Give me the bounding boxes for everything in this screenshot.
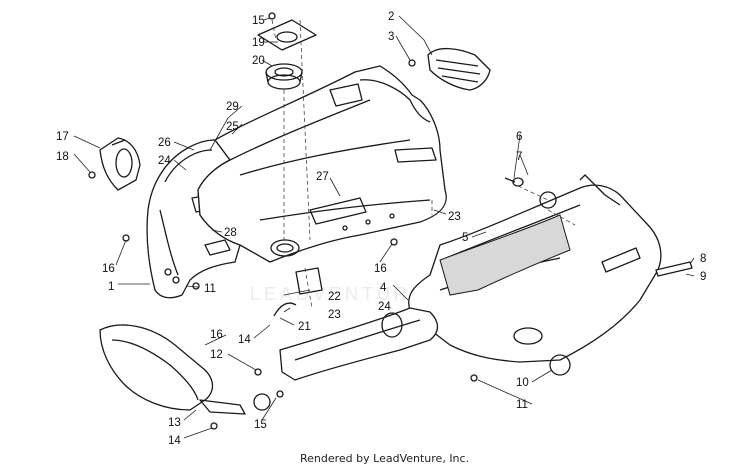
callout-22: 22 — [328, 291, 341, 303]
front-bumper-part — [99, 324, 246, 415]
callout-29: 29 — [226, 101, 239, 113]
belly-pan-part — [197, 65, 447, 263]
textured-insert-part — [439, 214, 571, 296]
callout-18: 18 — [56, 151, 69, 163]
plate-part — [257, 19, 317, 51]
callout-6: 6 — [516, 131, 522, 143]
washer-6 — [539, 191, 557, 209]
callout-28: 28 — [224, 227, 237, 239]
callout-23: 23 — [448, 211, 461, 223]
grommet-part — [265, 63, 303, 90]
watermark-text: LEADVENTURE — [250, 284, 427, 304]
vent-grille-part — [427, 47, 491, 91]
callout-24: 24 — [158, 155, 171, 167]
callout-labels: 15 19 20 2 3 29 25 26 24 17 18 16 1 11 2… — [56, 11, 706, 447]
callout-24-mid: 24 — [378, 301, 391, 313]
callout-26: 26 — [158, 137, 171, 149]
callout-1: 1 — [108, 281, 114, 293]
headlight-boot-part — [99, 137, 141, 191]
callout-11: 11 — [204, 283, 216, 295]
callout-14-bottom: 14 — [168, 435, 181, 447]
callout-13: 13 — [168, 417, 181, 429]
callout-23-mid: 23 — [328, 309, 341, 321]
callout-9: 9 — [700, 271, 706, 283]
clip-21 — [273, 302, 297, 317]
callout-19: 19 — [252, 37, 265, 49]
plug-10 — [549, 354, 571, 376]
callout-5: 5 — [462, 232, 468, 244]
callout-3: 3 — [388, 31, 394, 43]
callout-2: 2 — [388, 11, 394, 23]
footer-credit: Rendered by LeadVenture, Inc. — [300, 452, 469, 465]
callout-12: 12 — [210, 349, 223, 361]
callout-20: 20 — [252, 55, 265, 67]
leader-lines — [73, 15, 695, 439]
callout-15: 15 — [252, 15, 265, 27]
callout-15-bottom: 15 — [254, 419, 267, 431]
callout-14: 14 — [238, 334, 251, 346]
bracket-22 — [295, 267, 323, 295]
screw-15-top — [268, 12, 276, 20]
fastener-parts — [88, 59, 693, 430]
callout-8: 8 — [700, 253, 706, 265]
strip-8 — [655, 261, 693, 277]
callout-16: 16 — [102, 263, 115, 275]
callout-4: 4 — [380, 282, 387, 294]
callout-27: 27 — [316, 171, 329, 183]
assembly-lines — [271, 19, 576, 309]
callout-16-mid: 16 — [374, 263, 387, 275]
callout-7: 7 — [516, 151, 522, 163]
bumper-bar-part — [279, 307, 439, 381]
washer-15 — [253, 393, 271, 411]
callout-25: 25 — [226, 121, 239, 133]
callout-17: 17 — [56, 131, 69, 143]
callout-21: 21 — [298, 321, 311, 333]
callout-16-low: 16 — [210, 329, 223, 341]
callout-10: 10 — [516, 377, 529, 389]
callout-11-bottom: 11 — [516, 399, 528, 411]
